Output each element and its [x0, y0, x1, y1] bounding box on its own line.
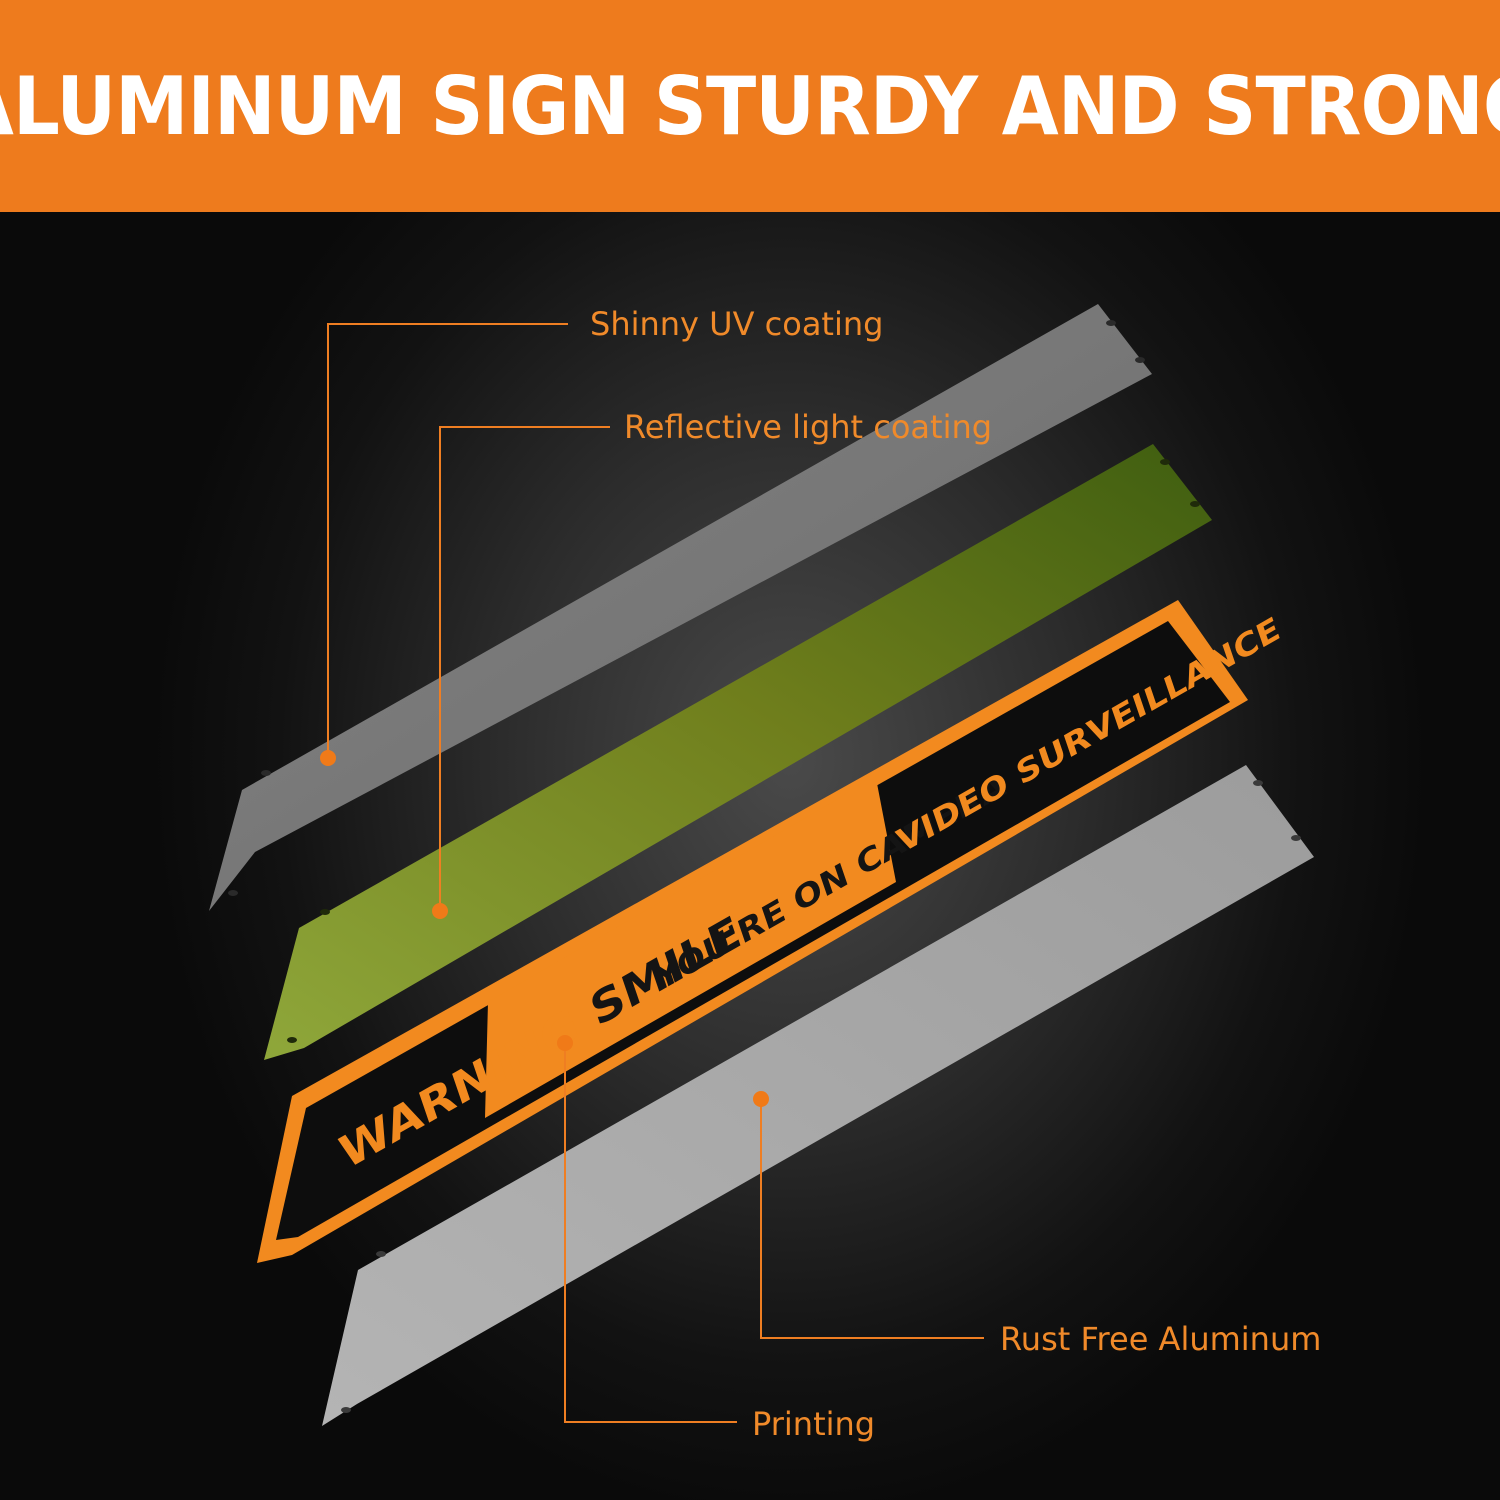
reflective-coating-label: Reflective light coating	[624, 408, 992, 446]
reflective-callout-leader	[439, 426, 610, 910]
uv-coating-layer	[209, 304, 1152, 911]
uv-coating-label: Shinny UV coating	[590, 305, 883, 343]
reflective-callout-dot	[432, 903, 448, 919]
aluminum-base-layer	[322, 765, 1314, 1426]
aluminum-callout-dot	[753, 1091, 769, 1107]
printing-callout-leader	[564, 1043, 737, 1423]
header-banner: ALUMINUM SIGN STURDY AND STRONG	[0, 0, 1500, 212]
aluminum-mount-holes	[341, 780, 1301, 1413]
banner-title: ALUMINUM SIGN STURDY AND STRONG	[0, 59, 1500, 153]
printing-callout-dot	[557, 1035, 573, 1051]
aluminum-callout-leader	[760, 1099, 984, 1339]
aluminum-label: Rust Free Aluminum	[1000, 1320, 1321, 1358]
reflective-mount-holes	[287, 459, 1200, 1043]
sign-middle-band	[485, 773, 896, 1118]
uv-mount-holes	[228, 320, 1145, 896]
reflective-coating-layer	[264, 444, 1212, 1060]
uv-callout-dot	[320, 750, 336, 766]
uv-callout-leader	[327, 323, 568, 757]
printing-label: Printing	[752, 1405, 875, 1443]
